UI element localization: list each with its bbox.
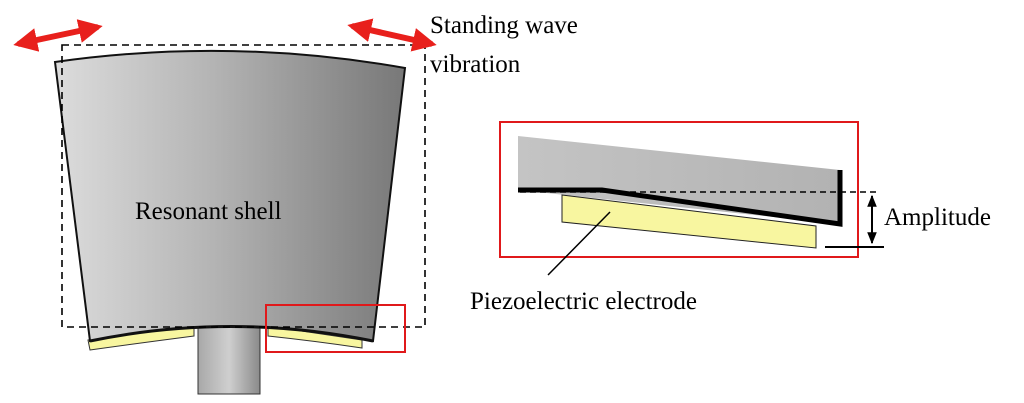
shell-label: Resonant shell (135, 198, 282, 225)
amplitude-label: Amplitude (884, 204, 991, 231)
shell-bottom-edge (89, 325, 374, 343)
detail-electrode (561, 194, 817, 249)
electrode-leader-line (547, 211, 611, 276)
rest-position-outline (61, 44, 426, 328)
detail-shell-edge (518, 170, 843, 227)
vibration-label-line2: vibration (430, 51, 521, 78)
detail-shell (518, 136, 840, 224)
vibration-arrow-right (347, 18, 437, 52)
detail-inset (499, 121, 884, 258)
electrode-label: Piezoelectric electrode (470, 288, 697, 315)
vibration-arrow-left (13, 19, 103, 52)
detail-highlight-box (265, 304, 406, 353)
vibration-label-line1: Standing wave (430, 12, 578, 39)
resonant-shell (53, 49, 407, 343)
